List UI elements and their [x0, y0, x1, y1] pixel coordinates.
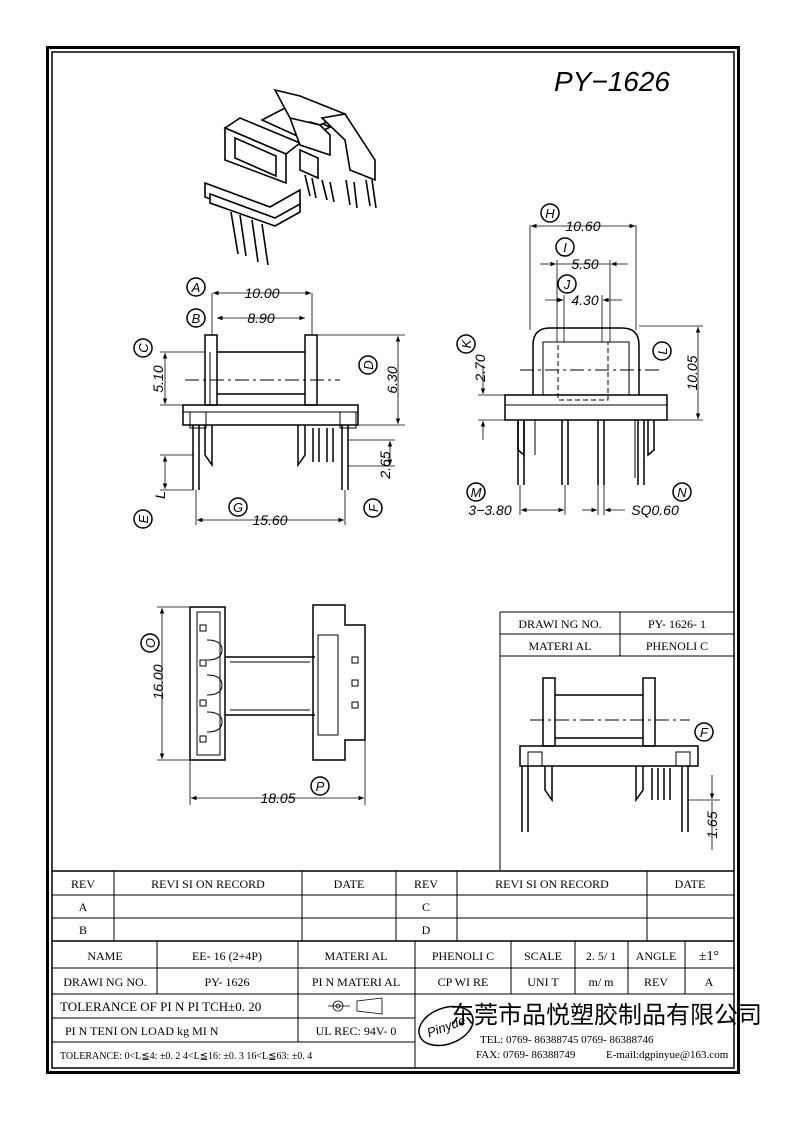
label-f: F — [366, 503, 381, 512]
rev-header-4: REV — [414, 877, 438, 891]
rev-row-a: A — [79, 900, 88, 914]
dim-m-value: 3−3.80 — [468, 502, 511, 518]
tb-cp-wire: CP WI RE — [438, 975, 489, 989]
dim-g-value: 15.60 — [252, 512, 287, 528]
company-name: 东莞市品悦塑胶制品有限公司 — [450, 1002, 762, 1029]
tb-angle: ±1° — [699, 949, 719, 964]
detail-material: PHENOLI C — [646, 639, 708, 653]
dim-l-value: 10.05 — [684, 355, 700, 390]
tb-name: EE- 16 (2+4P) — [192, 949, 262, 963]
bottom-view — [140, 604, 366, 805]
label-h: H — [545, 206, 555, 221]
detail-box — [499, 611, 734, 870]
label-b: B — [192, 311, 201, 326]
tb-unit-label: UNI T — [527, 975, 559, 989]
bottom-view-labels: O 16.00 P 18.05 — [143, 638, 325, 806]
company-info: 东莞市品悦塑胶制品有限公司 TEL: 0769- 86388745 0769- … — [450, 1002, 762, 1061]
rev-row-b: B — [79, 923, 87, 937]
dim-b-value: 8.90 — [247, 310, 274, 326]
dim-i-value: 5.50 — [571, 256, 598, 272]
side-view-labels: H 10.60 I 5.50 J 4.30 K 2.70 L 10.05 M 3… — [459, 206, 700, 518]
dim-d-value: 6.30 — [384, 366, 400, 393]
tb-drawing-no: PY- 1626 — [204, 975, 249, 989]
label-o: O — [143, 638, 158, 648]
drawing-border — [46, 46, 740, 1074]
label-l: L — [152, 491, 168, 499]
tb-scale: 2. 5/ 1 — [586, 949, 616, 963]
label-p: P — [316, 779, 325, 794]
company-fax: FAX: 0769- 86388749 — [476, 1049, 576, 1061]
dim-o-value: 16.00 — [150, 664, 166, 699]
tb-material: PHENOLI C — [432, 949, 494, 963]
tb-name-label: NAME — [87, 949, 122, 963]
dim-k-value: 2.70 — [472, 354, 488, 382]
tb-material-label: MATERI AL — [325, 949, 388, 963]
rev-header-5: REVI SI ON RECORD — [495, 877, 609, 891]
detail-material-label: MATERI AL — [529, 639, 592, 653]
front-view — [133, 277, 405, 529]
tb-tolerance-pitch: TOLERANCE OF PI N PI TCH±0. 20 — [60, 999, 261, 1014]
tb-angle-label: ANGLE — [636, 949, 677, 963]
label-d: D — [361, 360, 376, 369]
rev-header-3: DATE — [334, 877, 365, 891]
tb-ul: UL REC: 94V- 0 — [316, 1024, 397, 1038]
rev-header-6: DATE — [675, 877, 706, 891]
detail-drawing-no-label: DRAWI NG NO. — [518, 617, 601, 631]
revision-table-text: REV REVI SI ON RECORD DATE REV REVI SI O… — [71, 877, 705, 937]
title-block-text: NAME EE- 16 (2+4P) MATERI AL PHENOLI C S… — [60, 949, 719, 1062]
isometric-view — [204, 88, 377, 266]
tb-unit: m/ m — [588, 975, 614, 989]
label-a: A — [191, 280, 201, 295]
tb-rev: A — [705, 975, 714, 989]
label-l-side: L — [655, 347, 670, 354]
tb-pin-material-label: PI N MATERI AL — [312, 975, 400, 989]
tb-rev-label: REV — [644, 975, 668, 989]
label-c: C — [136, 343, 151, 353]
dim-n-value: SQ0.60 — [631, 502, 679, 518]
rev-row-d: D — [422, 923, 431, 937]
dim-c-value: 5.10 — [150, 365, 166, 392]
dim-f-value: 2.65 — [377, 451, 393, 479]
tb-scale-label: SCALE — [524, 949, 562, 963]
label-i: I — [563, 240, 567, 255]
label-m: M — [471, 485, 482, 500]
side-view — [456, 203, 703, 515]
tb-tolerance-general: TOLERANCE: 0<L≦4: ±0. 2 4<L≦16: ±0. 3 16… — [60, 1051, 312, 1062]
title-block — [52, 941, 734, 1068]
label-j: J — [563, 277, 571, 292]
revision-table — [52, 870, 734, 942]
label-k: K — [459, 338, 474, 348]
rev-header-2: REVI SI ON RECORD — [151, 877, 265, 891]
dim-p-value: 18.05 — [260, 790, 295, 806]
dim-j-value: 4.30 — [571, 292, 598, 308]
tb-drawing-no-label: DRAWI NG NO. — [63, 975, 146, 989]
rev-row-c: C — [422, 900, 430, 914]
detail-dim-f: 1.65 — [704, 811, 720, 838]
label-g: G — [233, 500, 243, 515]
front-view-labels: A 10.00 B 8.90 C 5.10 D 6.30 E L G 15.60… — [136, 280, 400, 528]
label-n: N — [677, 485, 687, 500]
detail-box-labels: DRAWI NG NO. PY- 1626- 1 MATERI AL PHENO… — [518, 617, 720, 839]
projection-symbol — [328, 997, 383, 1015]
detail-label-f: F — [700, 725, 709, 740]
dim-h-value: 10.60 — [565, 218, 600, 234]
tb-pin-load: PI N TENI ON LOAD kg MI N — [65, 1024, 219, 1038]
dim-a-value: 10.00 — [244, 285, 279, 301]
label-e: E — [136, 514, 151, 523]
rev-header-1: REV — [71, 877, 95, 891]
company-tel: TEL: 0769- 86388745 0769- 86388746 — [480, 1034, 654, 1046]
drawing-title: PY−1626 — [554, 66, 670, 97]
detail-drawing-no: PY- 1626- 1 — [648, 617, 706, 631]
company-email: E-mail:dgpinyue@163.com — [606, 1049, 729, 1061]
